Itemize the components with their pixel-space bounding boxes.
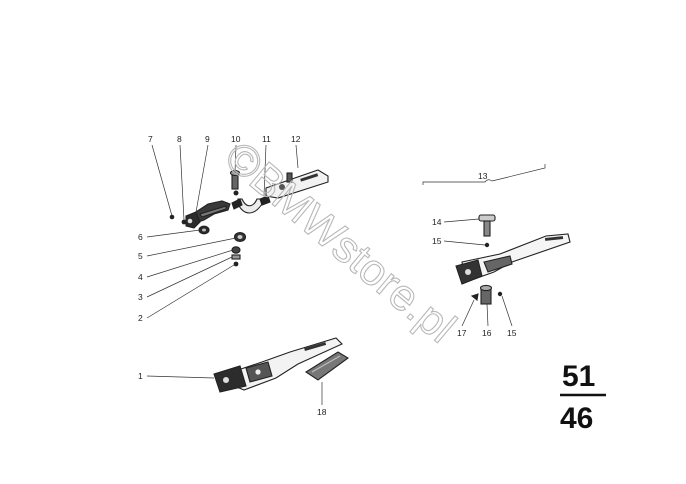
- callout-12: 12: [291, 134, 301, 144]
- page-code-bottom: 46: [560, 402, 593, 435]
- watermark: ©BMWstore.pl: [216, 132, 465, 352]
- page-code: 51 46: [560, 360, 606, 435]
- callout-17: 17: [457, 328, 467, 338]
- callout-1: 1: [138, 371, 143, 381]
- callout-15-upper: 15: [432, 236, 442, 246]
- page-code-top: 51: [562, 360, 595, 393]
- callout-2: 2: [138, 313, 143, 323]
- callout-10: 10: [231, 134, 241, 144]
- callout-3: 3: [138, 292, 143, 302]
- callout-11: 11: [262, 134, 271, 144]
- leader-lines: [146, 144, 513, 405]
- callout-16: 16: [482, 328, 492, 338]
- upper-left-hinge-assembly: [169, 169, 329, 267]
- callout-6: 6: [138, 232, 143, 242]
- callout-9: 9: [205, 134, 210, 144]
- callout-14: 14: [432, 217, 442, 227]
- callout-15-lower: 15: [507, 328, 517, 338]
- callout-labels: 7 8 9 10 11 12 6 5 4 3 2 1 18 13 14 15 1…: [138, 134, 517, 417]
- lower-hinge-assembly: [213, 337, 349, 393]
- callout-13: 13: [478, 171, 488, 181]
- callout-5: 5: [138, 251, 143, 261]
- callout-18: 18: [317, 407, 327, 417]
- right-hinge-assembly: [422, 164, 571, 305]
- callout-8: 8: [177, 134, 182, 144]
- callout-4: 4: [138, 272, 143, 282]
- callout-7: 7: [148, 134, 153, 144]
